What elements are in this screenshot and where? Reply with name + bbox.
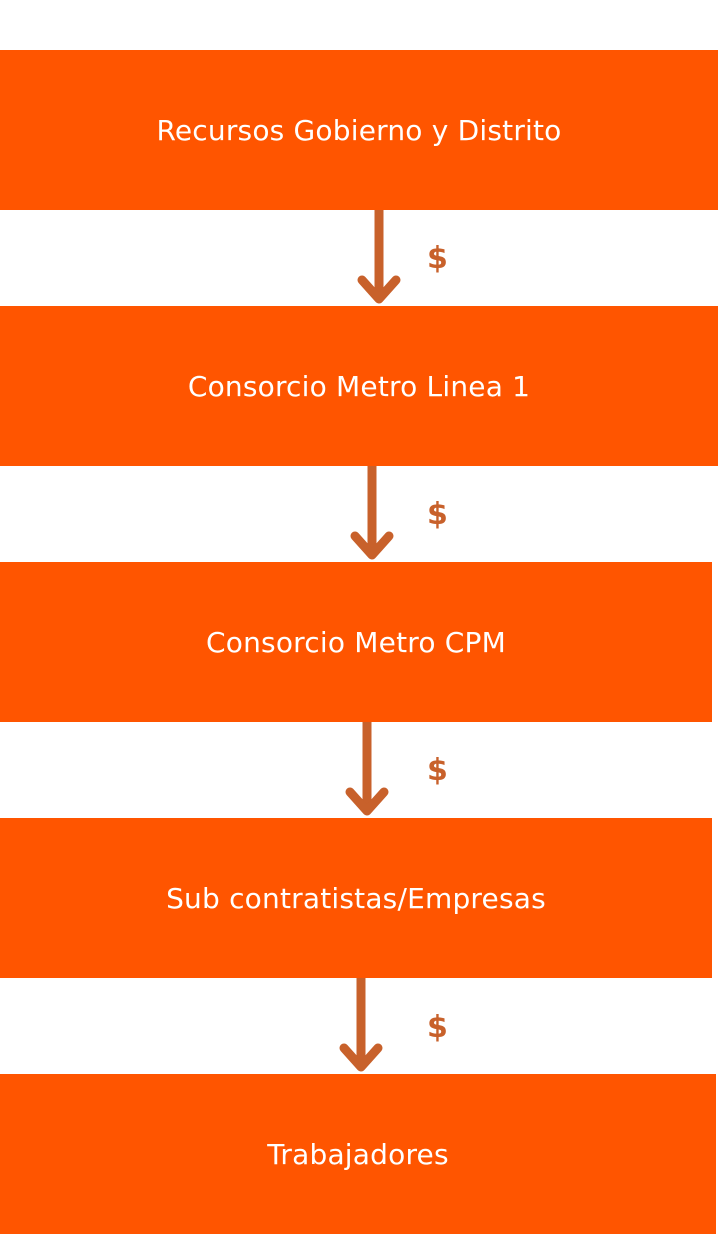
flow-node-recursos: Recursos Gobierno y Distrito — [0, 50, 718, 210]
flow-node-trabajadores: Trabajadores — [0, 1074, 716, 1234]
node-label: Consorcio Metro Linea 1 — [187, 369, 531, 403]
down-arrow-icon — [339, 978, 383, 1072]
node-label: Trabajadores — [267, 1137, 449, 1171]
down-arrow-icon — [345, 722, 389, 816]
flow-node-consorcio-cpm: Consorcio Metro CPM — [0, 562, 712, 722]
edge-label-dollar: $ — [427, 753, 448, 788]
down-arrow-icon — [357, 210, 401, 304]
node-label: Consorcio Metro CPM — [206, 625, 506, 659]
edge-label-dollar: $ — [427, 497, 448, 532]
down-arrow-icon — [350, 466, 394, 560]
flow-node-consorcio-linea1: Consorcio Metro Linea 1 — [0, 306, 718, 466]
flow-node-subcontratistas: Sub contratistas/Empresas — [0, 818, 712, 978]
node-label: Recursos Gobierno y Distrito — [156, 113, 562, 147]
edge-label-dollar: $ — [427, 241, 448, 276]
edge-label-dollar: $ — [427, 1010, 448, 1045]
node-label: Sub contratistas/Empresas — [166, 881, 546, 915]
